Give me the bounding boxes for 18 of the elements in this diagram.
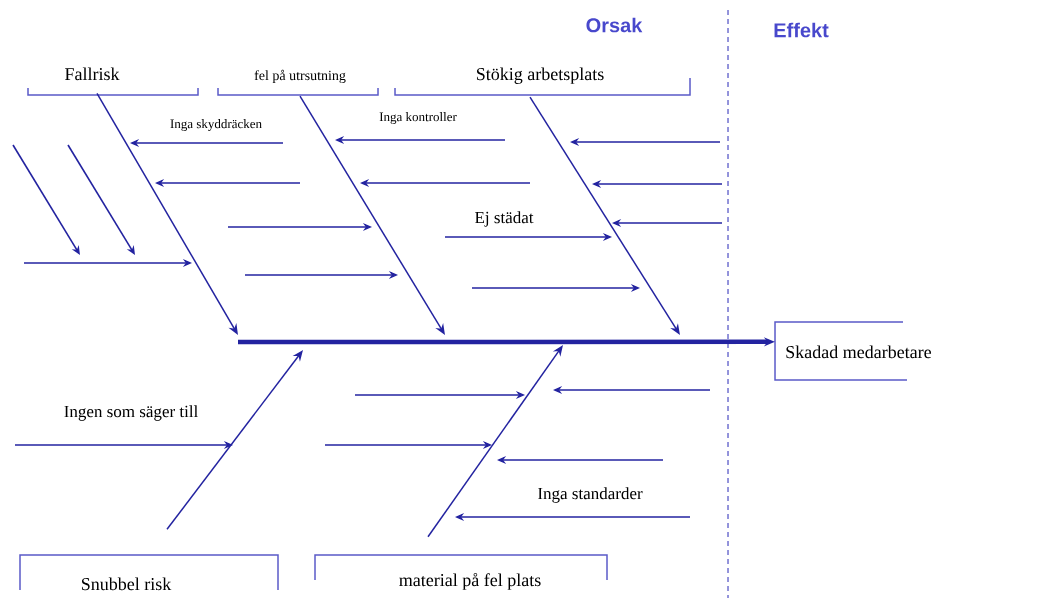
category-label: Snubbel risk (19, 554, 279, 591)
cause-label: Inga skyddräcken (170, 119, 262, 131)
heading-label: Orsak (586, 17, 643, 33)
bone-arrow (529, 96, 680, 335)
cause-label: Ingen som säger till (64, 405, 198, 421)
bone-arrow (96, 92, 238, 335)
category-label: Fallrisk (27, 67, 199, 96)
effect-box: Skadad medarbetare (774, 321, 932, 381)
bone-arrow (299, 95, 445, 335)
category-label: fel på utrsutning (217, 69, 379, 96)
category-label: Stökig arbetsplats (394, 67, 691, 96)
cause-label: Inga kontroller (379, 112, 457, 124)
bone-arrow (166, 350, 303, 531)
bone-arrow (427, 345, 563, 538)
cause-label: Inga standarder (538, 487, 643, 503)
category-label: material på fel plats (314, 554, 608, 590)
cause-label: Ej städat (475, 211, 534, 227)
heading-label: Effekt (774, 22, 829, 38)
